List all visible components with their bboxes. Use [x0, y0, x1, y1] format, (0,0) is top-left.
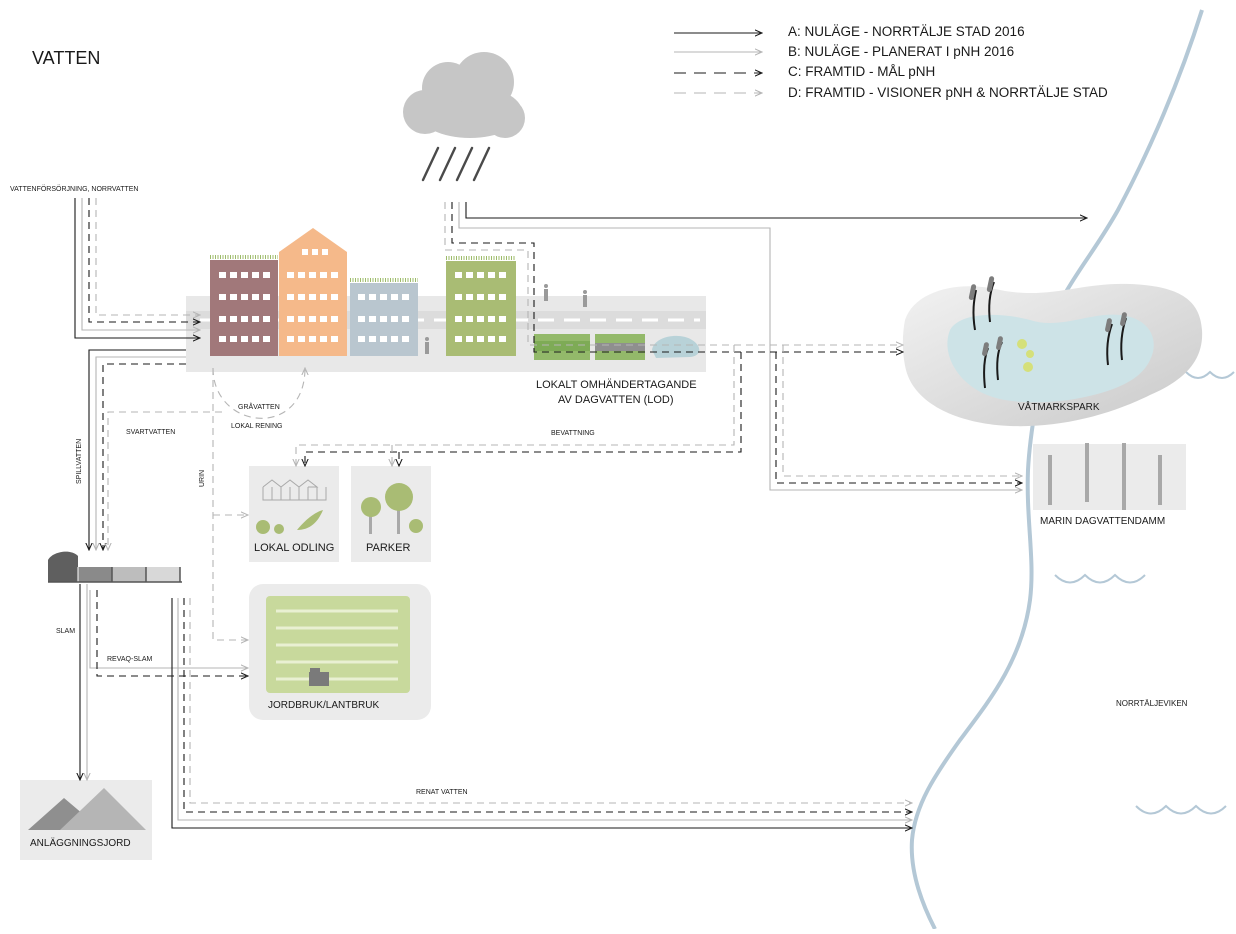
urine-label: URIN	[199, 469, 206, 487]
lod-label-line1: LOKALT OMHÄNDERTAGANDE	[536, 379, 697, 391]
revaq-label: REVAQ-SLAM	[107, 656, 153, 663]
waves	[1054, 370, 1235, 815]
local-farming-box	[249, 466, 339, 562]
legend	[674, 33, 762, 93]
treatment-plant	[48, 551, 182, 583]
bay-label: NORRTÄLJEVIKEN	[1116, 699, 1188, 708]
marine-pond	[1033, 443, 1186, 510]
legend-label-d: D: FRAMTID - VISIONER pNH & NORRTÄLJE ST…	[788, 85, 1108, 100]
blackwater-label: SVARTVATTEN	[126, 429, 176, 436]
legend-label-c: C: FRAMTID - MÅL pNH	[788, 64, 936, 79]
legend-label-a: A: NULÄGE - NORRTÄLJE STAD 2016	[788, 24, 1025, 39]
marine-pond-label: MARIN DAGVATTENDAMM	[1040, 516, 1166, 527]
lod-label-line2: AV DAGVATTEN (LOD)	[558, 394, 674, 406]
irrigation-label: BEVATTNING	[551, 430, 595, 437]
pedestrian-icons	[425, 284, 587, 354]
sludge-label: SLAM	[56, 628, 76, 635]
treated-water-label: RENAT VATTEN	[416, 789, 468, 796]
building-blue	[350, 278, 418, 356]
local-treatment-label: LOKAL RENING	[231, 423, 283, 430]
building-red	[210, 255, 278, 356]
wastewater-label: SPILLVATTEN	[76, 438, 83, 484]
shoreline	[909, 9, 1204, 930]
construction-soil-box	[20, 780, 152, 860]
greywater-label: GRÅVATTEN	[238, 404, 280, 411]
construction-soil-label: ANLÄGGNINGSJORD	[30, 838, 131, 849]
flow-lines	[74, 198, 1087, 828]
local-farming-label: LOKAL ODLING	[254, 542, 335, 554]
lod-elements	[534, 334, 700, 360]
building-green	[446, 256, 516, 356]
rain-cloud-icon	[403, 52, 525, 182]
wetland-park-label: VÅTMARKSPARK	[1018, 402, 1100, 413]
agriculture-label: JORDBRUK/LANTBRUK	[268, 700, 380, 711]
building-orange	[279, 228, 347, 356]
parks-box	[351, 466, 431, 562]
agriculture-box	[249, 584, 431, 720]
water-supply-label: VATTENFÖRSÖRJNING, NORRVATTEN	[10, 186, 139, 193]
legend-label-b: B: NULÄGE - PLANERAT I pNH 2016	[788, 44, 1015, 59]
parks-label: PARKER	[366, 542, 411, 554]
wetland-park	[902, 276, 1203, 427]
page-title: VATTEN	[32, 48, 101, 68]
